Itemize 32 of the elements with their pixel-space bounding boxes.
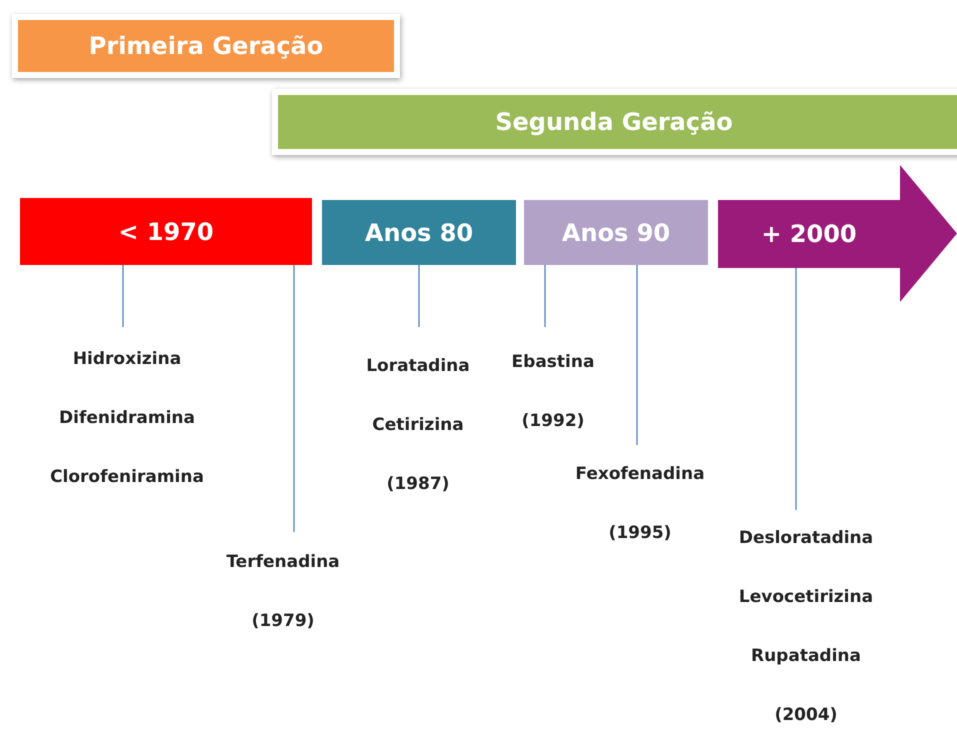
generation-label: Primeira Geração (88, 32, 324, 60)
drug-name: Loratadina (365, 355, 471, 377)
period-box (718, 165, 957, 302)
generation-label: Segunda Geração (495, 108, 733, 136)
leader-line (122, 265, 124, 327)
leader-line (544, 265, 546, 327)
drug-name: Cetirizina (371, 414, 465, 436)
leader-line (293, 265, 295, 532)
drug-name: (2004) (774, 704, 838, 726)
period-label: Anos 80 (364, 218, 474, 246)
drug-name: (1992) (520, 410, 586, 432)
leader-line (418, 265, 420, 327)
drug-name: Fexofenadina (574, 463, 706, 485)
leader-line (795, 268, 797, 510)
period-box (524, 200, 708, 265)
drug-name: Ebastina (510, 351, 596, 373)
drug-name: Rupatadina (750, 645, 862, 667)
period-label: + 2000 (760, 218, 858, 248)
period-label: Anos 90 (562, 218, 670, 246)
leader-line (636, 265, 638, 445)
drug-name: Desloratadina (738, 527, 874, 549)
drug-name: Hidroxizina (72, 348, 182, 370)
drug-name: (1979) (250, 610, 316, 632)
drug-name: Terfenadina (225, 551, 341, 573)
drug-name: (1987) (386, 473, 450, 495)
period-box (322, 200, 516, 265)
period-label: < 1970 (118, 218, 214, 246)
drug-name: Clorofeniramina (49, 466, 205, 488)
drug-name: Levocetirizina (738, 586, 874, 608)
period-box (20, 198, 312, 265)
drug-name: Difenidramina (58, 407, 196, 429)
drug-name: (1995) (608, 522, 672, 544)
